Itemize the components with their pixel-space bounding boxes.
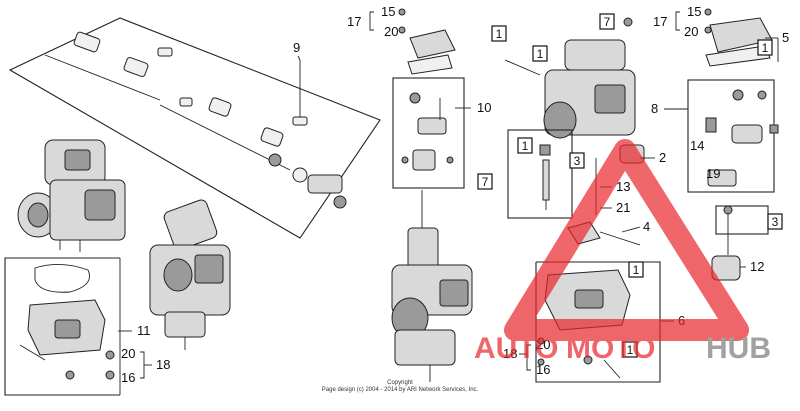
callout-17-left: 17 — [347, 14, 361, 29]
boxed-1-b: 1 — [537, 47, 544, 61]
carburetor-center — [391, 190, 473, 382]
callout-19: 19 — [706, 166, 720, 181]
callout-2: 2 — [659, 150, 666, 165]
boxed-3-b: 3 — [772, 215, 779, 229]
boxed-1-f: 1 — [627, 343, 634, 357]
watermark-auto: AUTO — [474, 332, 558, 365]
watermark-hub: HUB — [706, 332, 771, 365]
callout-13: 13 — [616, 179, 630, 194]
callout-16-right: 16 — [536, 362, 550, 377]
watermark-triangle-icon — [504, 139, 749, 341]
callout-4: 4 — [643, 219, 650, 234]
callout-18-left: 18 — [156, 357, 170, 372]
callout-18-right: 18 — [503, 346, 517, 361]
callout-15-left: 15 — [381, 4, 395, 19]
callout-5: 5 — [782, 30, 789, 45]
callout-20-b: 20 — [684, 24, 698, 39]
callout-12: 12 — [750, 259, 764, 274]
watermark-moto: MOTO — [566, 332, 655, 365]
callout-14: 14 — [690, 138, 704, 153]
callout-9: 9 — [293, 40, 300, 55]
callout-20-c: 20 — [121, 346, 135, 361]
copyright-line-1: Copyright — [387, 380, 413, 386]
copyright-line-2: Page design (c) 2004 - 2014 by ARI Netwo… — [322, 387, 479, 393]
throttle-box-10 — [392, 29, 465, 189]
leader-lines — [118, 11, 779, 379]
carburetor-upper-right — [504, 39, 636, 139]
carburetor-left — [17, 139, 126, 252]
boxed-3-a: 3 — [574, 154, 581, 168]
boxed-1-a: 1 — [496, 27, 503, 41]
jet-needle-kit — [44, 31, 347, 209]
callout-15-right: 15 — [687, 4, 701, 19]
jet-box-7 — [507, 129, 573, 219]
callout-8: 8 — [651, 101, 658, 116]
callout-16-left: 16 — [121, 370, 135, 385]
boxed-1-c: 1 — [522, 139, 529, 153]
callout-17-right: 17 — [653, 14, 667, 29]
callout-21: 21 — [616, 200, 630, 215]
callout-labels: 9 10 11 2 4 5 6 8 12 13 14 15 15 16 16 1… — [121, 4, 789, 385]
callout-10: 10 — [477, 100, 491, 115]
boxed-7-b: 7 — [604, 15, 611, 29]
boxed-refs: 1 1 1 1 1 1 3 3 7 7 — [477, 13, 783, 358]
watermark: AUTO MOTO HUB — [474, 139, 771, 365]
float-chamber-box-11 — [4, 257, 121, 396]
boxed-1-d: 1 — [762, 41, 769, 55]
carburetor-middle-left — [149, 199, 231, 350]
boxed-1-e: 1 — [633, 263, 640, 277]
callout-20-a: 20 — [384, 24, 398, 39]
copyright-notice: Copyright Page design (c) 2004 - 2014 by… — [322, 380, 479, 393]
callout-11: 11 — [137, 323, 151, 338]
fasteners — [398, 8, 712, 366]
choke-box-8 — [687, 17, 779, 193]
boxed-7-a: 7 — [482, 175, 489, 189]
